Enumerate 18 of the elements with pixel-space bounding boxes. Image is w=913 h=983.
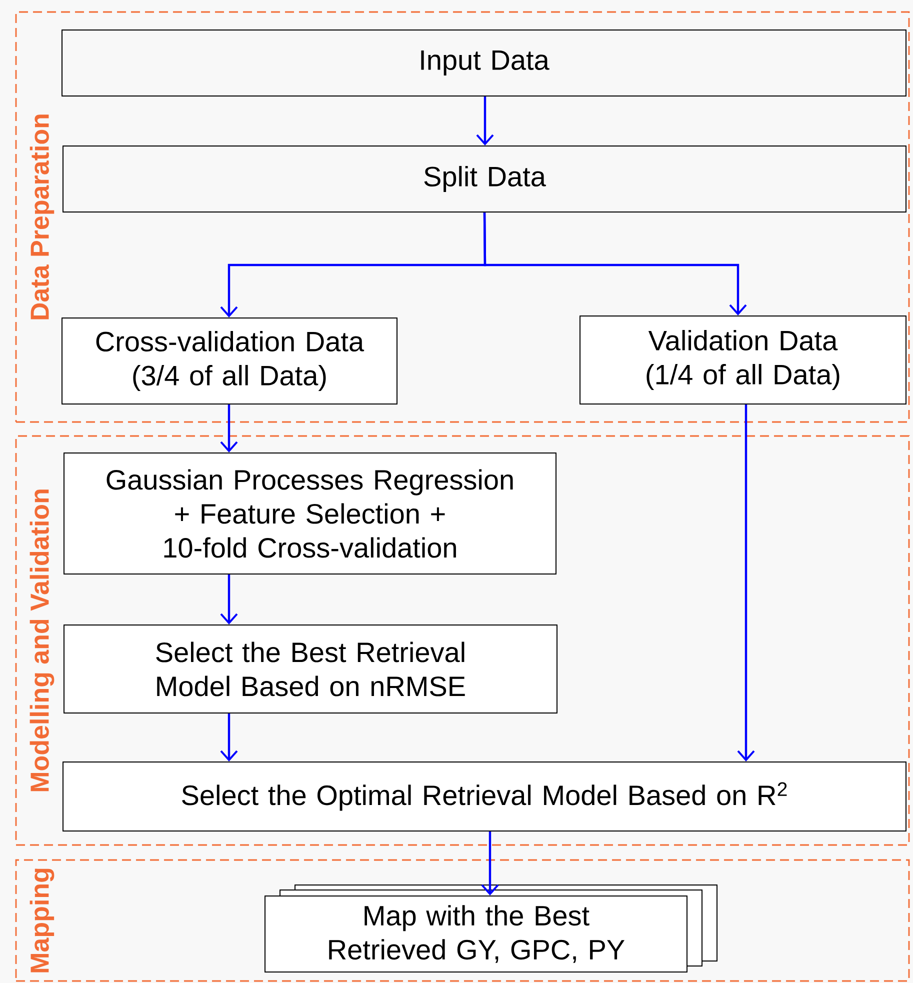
arrow bbox=[737, 404, 755, 762]
process-box: Input Data bbox=[62, 30, 906, 96]
arrow bbox=[476, 96, 494, 146]
process-box: Select the Best Retrieval Model Based on nRMSE bbox=[64, 624, 558, 714]
process-box: Gaussian Processes Regression + Feature Selection + 10-fold Cross-validation bbox=[64, 452, 556, 574]
process-box: Validation Data (1/4 of all Data) bbox=[580, 316, 906, 404]
section-heading: Data Preparation bbox=[28, 112, 56, 322]
arrow bbox=[220, 574, 238, 624]
process-box: Cross-validation Data (3/4 of all Data) bbox=[62, 318, 398, 404]
section-heading: Modelling and Validation bbox=[28, 487, 56, 794]
arrow bbox=[481, 832, 499, 896]
section-heading: Mapping bbox=[28, 866, 56, 975]
arrow bbox=[220, 714, 238, 762]
process-box: Select the Optimal Retrieval Model Based on R$^{2}$ bbox=[62, 762, 906, 832]
process-box: Split Data bbox=[62, 146, 906, 212]
arrow bbox=[220, 404, 238, 452]
arrow bbox=[483, 212, 747, 316]
document-stack: Map with the Best Retrieved GY, GPC, PY bbox=[264, 884, 718, 972]
